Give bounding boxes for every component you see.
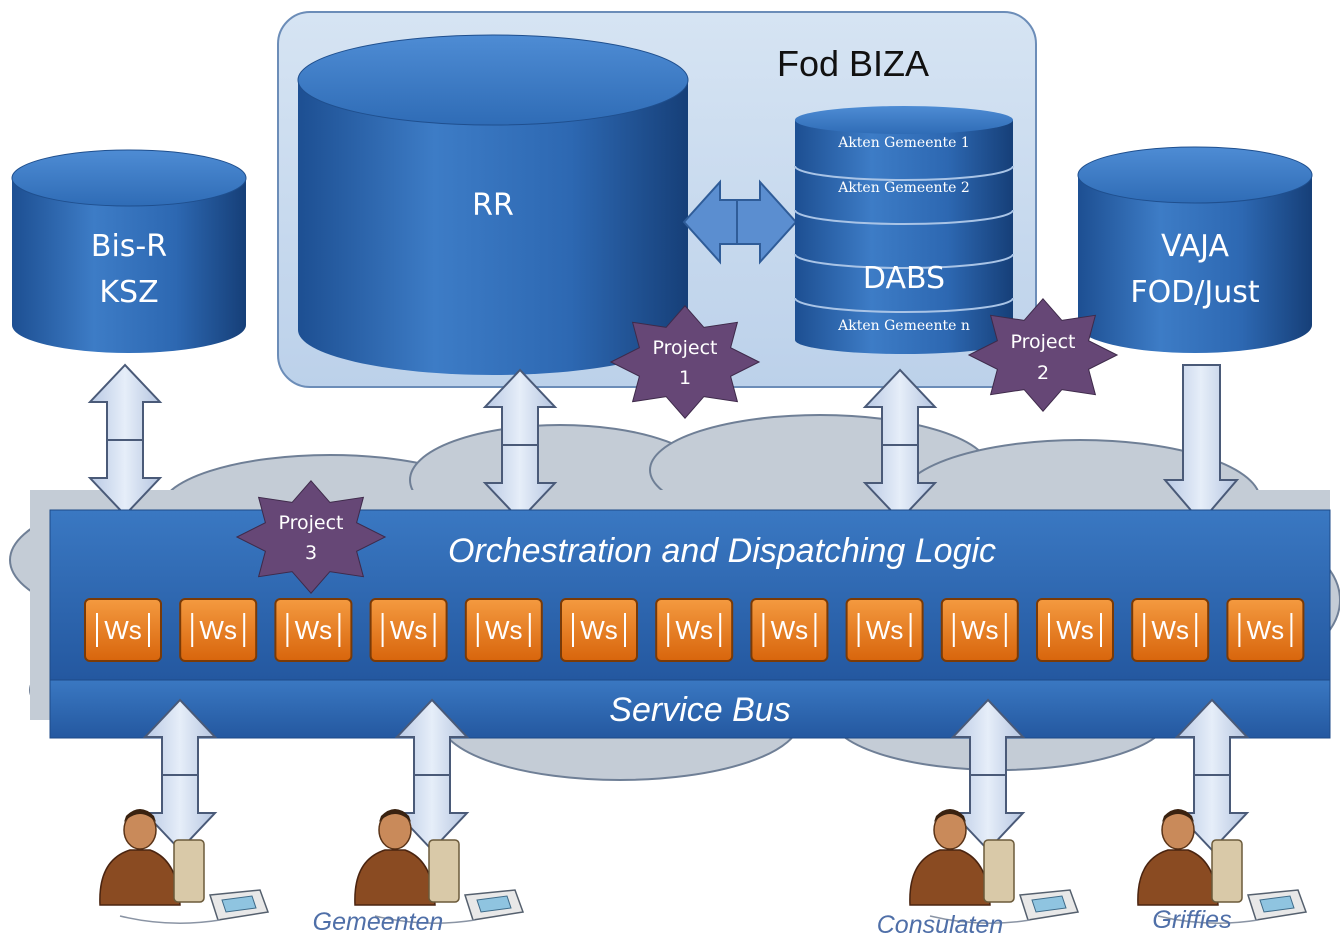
user-figures [99,809,1308,924]
project-1-line1: Project [652,337,717,359]
webservice-label: Ws [1247,615,1285,645]
webservice-label: Ws [675,615,713,645]
webservice-label: Ws [295,615,333,645]
webservice-label: Ws [1056,615,1094,645]
project-2-number: 2 [1037,362,1049,384]
service-bus-label: Service Bus [609,691,790,729]
webservice-label: Ws [1151,615,1189,645]
vaja-label: VAJA [1161,229,1229,264]
user-at-computer-icon [354,809,525,924]
project-3-number: 3 [305,542,317,564]
project-1-badge: Project 1 [609,305,761,419]
webservice-box: Ws [1036,598,1114,662]
webservice-box: Ws [84,598,162,662]
project-3-badge: Project 3 [235,480,387,594]
dabs-database: Akten Gemeente 1 Akten Gemeente 2 DABS A… [794,106,1014,354]
user-at-computer-icon [909,809,1080,924]
webservice-label: Ws [580,615,618,645]
webservice-label: Ws [390,615,428,645]
webservice-label: Ws [961,615,999,645]
webservice-box: Ws [1226,598,1305,662]
gemeenten-label: Gemeenten [313,908,444,936]
vaja-bus-arrow [1162,364,1240,524]
webservice-box: Ws [655,598,734,662]
project-3-line1: Project [278,512,343,534]
dabs-title: DABS [863,261,945,296]
webservice-label: Ws [485,615,523,645]
webservice-box: Ws [1131,598,1210,662]
bis-r-database: Bis-R KSZ [11,149,247,353]
webservice-box: Ws [560,598,638,662]
bis-r-label: Bis-R [91,229,167,264]
webservice-box: Ws [464,598,543,662]
orchestration-label: Orchestration and Dispatching Logic [448,532,996,570]
user-at-computer-icon [1137,809,1308,924]
fod-biza-title: Fod BIZA [777,43,929,84]
ksz-label: KSZ [99,275,158,310]
service-bus-bar: Service Bus [49,679,1331,739]
webservice-label: Ws [199,615,237,645]
project-2-line1: Project [1010,331,1075,353]
vaja-database: VAJA FOD/Just [1077,146,1313,353]
webservice-label: Ws [771,615,809,645]
webservice-label: Ws [104,615,142,645]
dabs-disk-2-label: Akten Gemeente 2 [837,180,970,196]
webservice-box: Ws [750,598,829,662]
dabs-disk-1-label: Akten Gemeente 1 [837,135,970,151]
dabs-disk-n-label: Akten Gemeente n [837,318,970,334]
project-1-number: 1 [679,367,691,389]
webservice-box: Ws [845,598,924,662]
webservice-row: Ws Ws Ws Ws Ws Ws Ws Ws Ws Ws Ws Ws Ws [84,598,1305,662]
webservice-box: Ws [940,598,1019,662]
webservice-label: Ws [866,615,904,645]
rr-database: RR [297,34,689,375]
user-at-computer-icon [99,809,270,924]
webservice-box: Ws [179,598,258,662]
fod-just-label: FOD/Just [1130,275,1260,310]
project-2-badge: Project 2 [967,298,1119,412]
griffies-label: Griffies [1152,906,1231,934]
webservice-box: Ws [369,598,448,662]
webservice-box: Ws [274,598,353,662]
consulaten-label: Consulaten [877,911,1003,939]
rr-label: RR [472,188,514,223]
